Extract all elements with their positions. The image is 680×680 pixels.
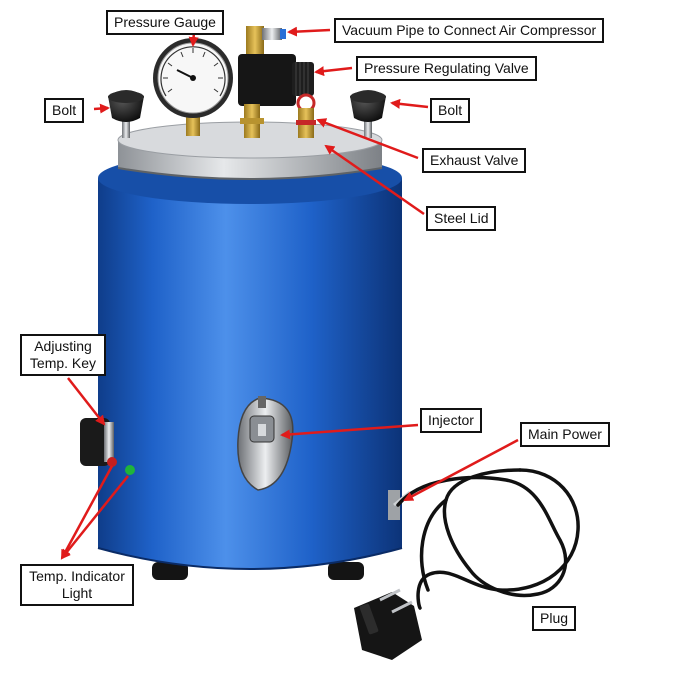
label-steel-lid: Steel Lid: [426, 206, 497, 231]
label-vacuum-pipe: Vacuum Pipe to Connect Air Compressor: [334, 18, 605, 43]
label-main-power: Main Power: [520, 422, 610, 447]
label-bolt-right: Bolt: [430, 98, 471, 123]
machine-feet: [152, 562, 364, 580]
steel-lid: [117, 121, 383, 180]
injector: [237, 396, 294, 491]
power-cable: [396, 468, 580, 610]
regulator-valve-icon: [238, 26, 314, 138]
label-plug: Plug: [532, 606, 577, 631]
adjusting-temp-key: [80, 418, 114, 466]
label-adjusting-temp-key: Adjusting Temp. Key: [20, 334, 106, 376]
label-pressure-regulating-valve: Pressure Regulating Valve: [356, 56, 537, 81]
pressure-gauge-icon: [153, 38, 233, 136]
annotation-arrows: [60, 26, 519, 560]
exhaust-valve: [296, 93, 316, 138]
label-injector: Injector: [420, 408, 482, 433]
bolt-left: [108, 90, 144, 138]
eu-plug-icon: [354, 588, 422, 660]
label-exhaust-valve: Exhaust Valve: [422, 148, 527, 173]
label-bolt-left: Bolt: [44, 98, 85, 123]
label-pressure-gauge: Pressure Gauge: [106, 10, 224, 35]
label-temp-indicator-light: Temp. Indicator Light: [20, 564, 134, 606]
temp-indicator-lights: [107, 457, 135, 475]
machine-body: [97, 152, 403, 570]
bolt-right: [350, 90, 386, 138]
